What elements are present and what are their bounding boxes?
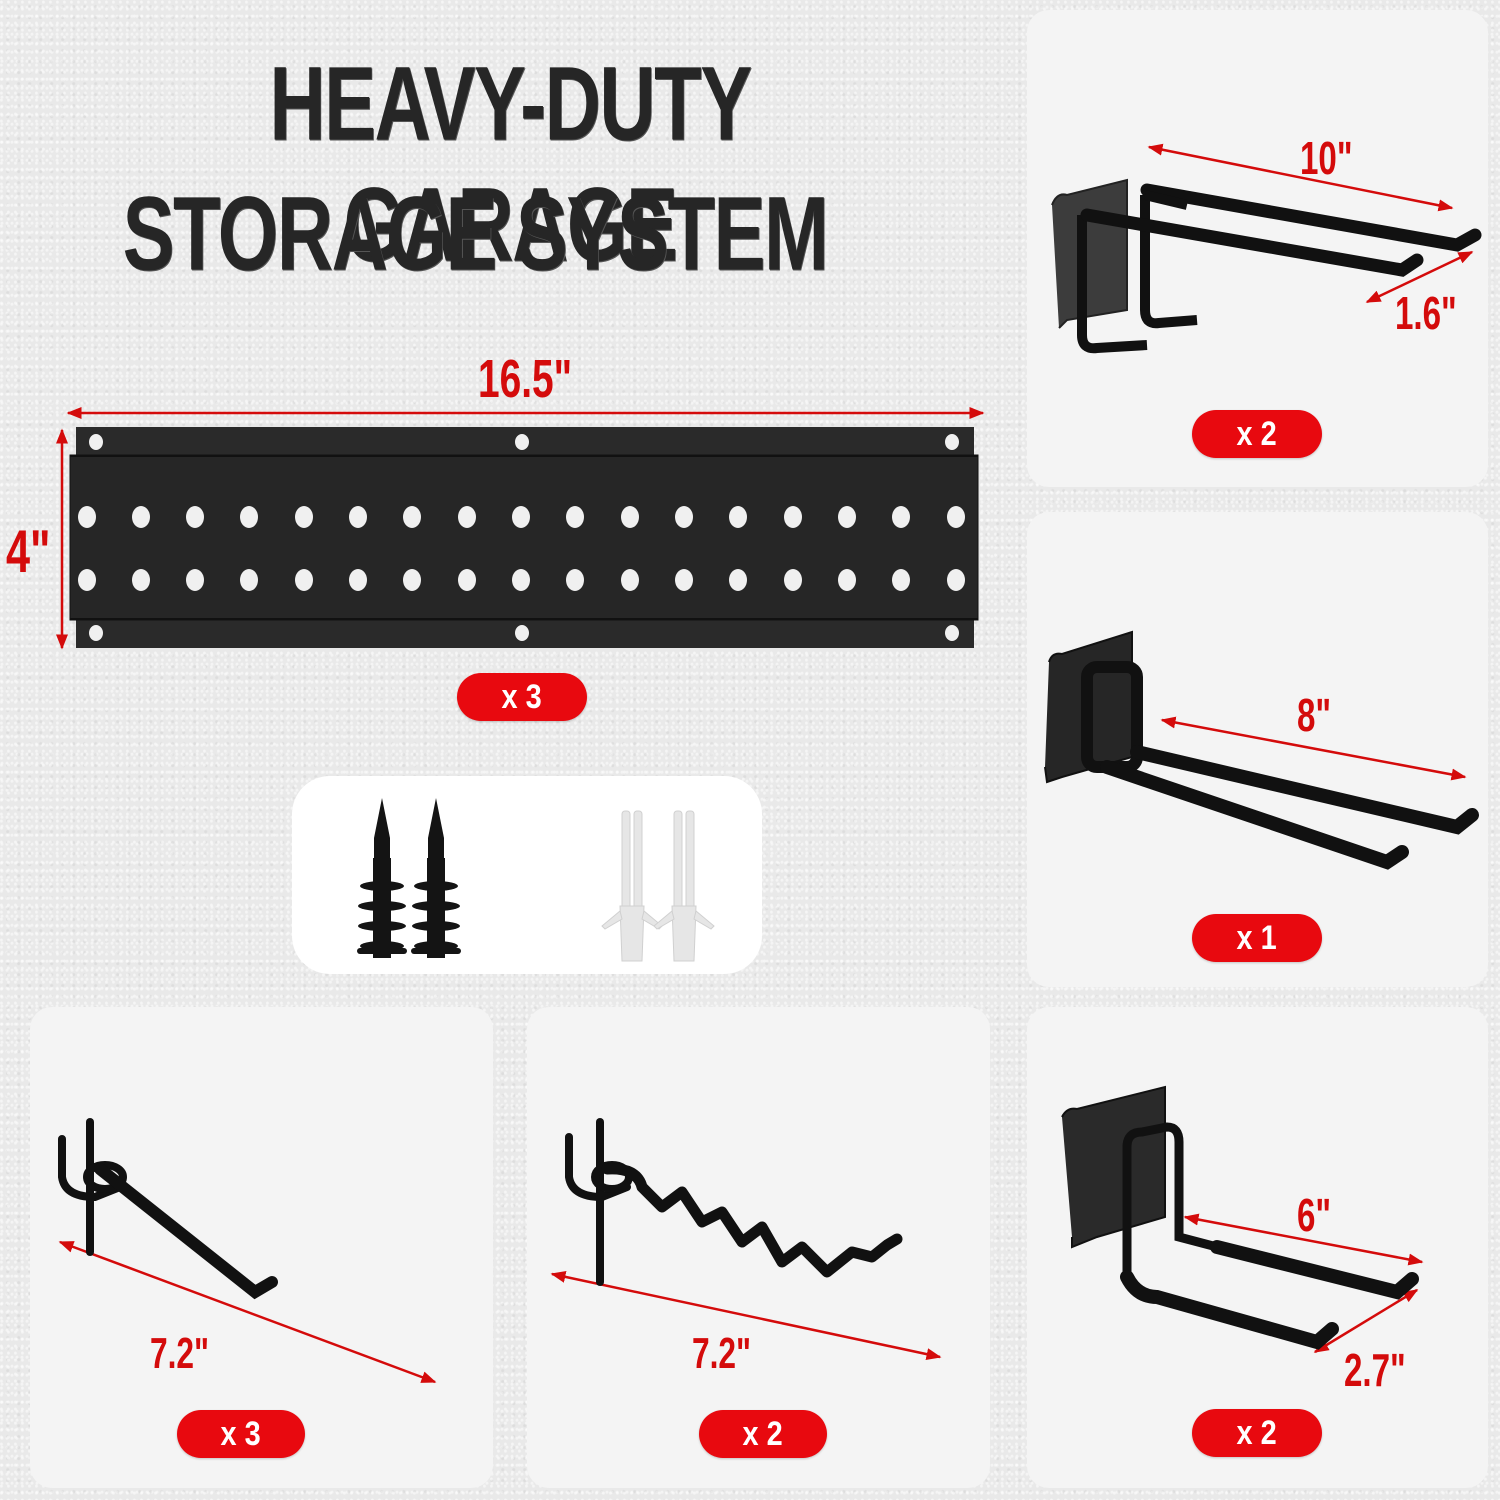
product-card-u-hook-6: 6" 2.7" x 2 — [1027, 1007, 1488, 1488]
double-hook-icon — [1044, 630, 1479, 870]
quantity-badge: x 2 — [1192, 410, 1322, 458]
plastic-anchor-icon — [601, 810, 715, 962]
product-card-double-hook-10: 10" 1.6" x 2 — [1027, 10, 1488, 487]
title-line-2: STORAGE SYSTEM — [122, 175, 829, 293]
drywall-anchor-screw-icon — [357, 798, 461, 958]
quantity-badge: x 1 — [1192, 914, 1322, 962]
title-line-1: HEAVY-DUTY GARAGE — [269, 45, 752, 284]
rail-height-label: 4" — [6, 518, 51, 585]
u-hook-icon — [1061, 1085, 1424, 1354]
wavy-peg-hook-icon — [550, 1118, 942, 1361]
rail-icon — [69, 427, 979, 648]
quantity-badge: x 2 — [1192, 1409, 1322, 1457]
rail-quantity-badge: x 3 — [457, 673, 587, 721]
straight-peg-hook-icon — [58, 1118, 437, 1384]
product-card-wavy-peg-hook: 7.2" x 2 — [527, 1007, 990, 1488]
width-label: 2.7" — [1344, 1344, 1406, 1396]
product-card-straight-peg-hook: 7.2" x 3 — [30, 1007, 493, 1488]
quantity-badge: x 2 — [699, 1410, 827, 1458]
product-card-double-hook-8: 8" x 1 — [1027, 512, 1488, 987]
hardware-panel — [292, 776, 762, 974]
quantity-badge: x 3 — [177, 1410, 305, 1458]
double-hook-icon — [1051, 143, 1482, 354]
rail-width-label: 16.5" — [478, 349, 573, 409]
